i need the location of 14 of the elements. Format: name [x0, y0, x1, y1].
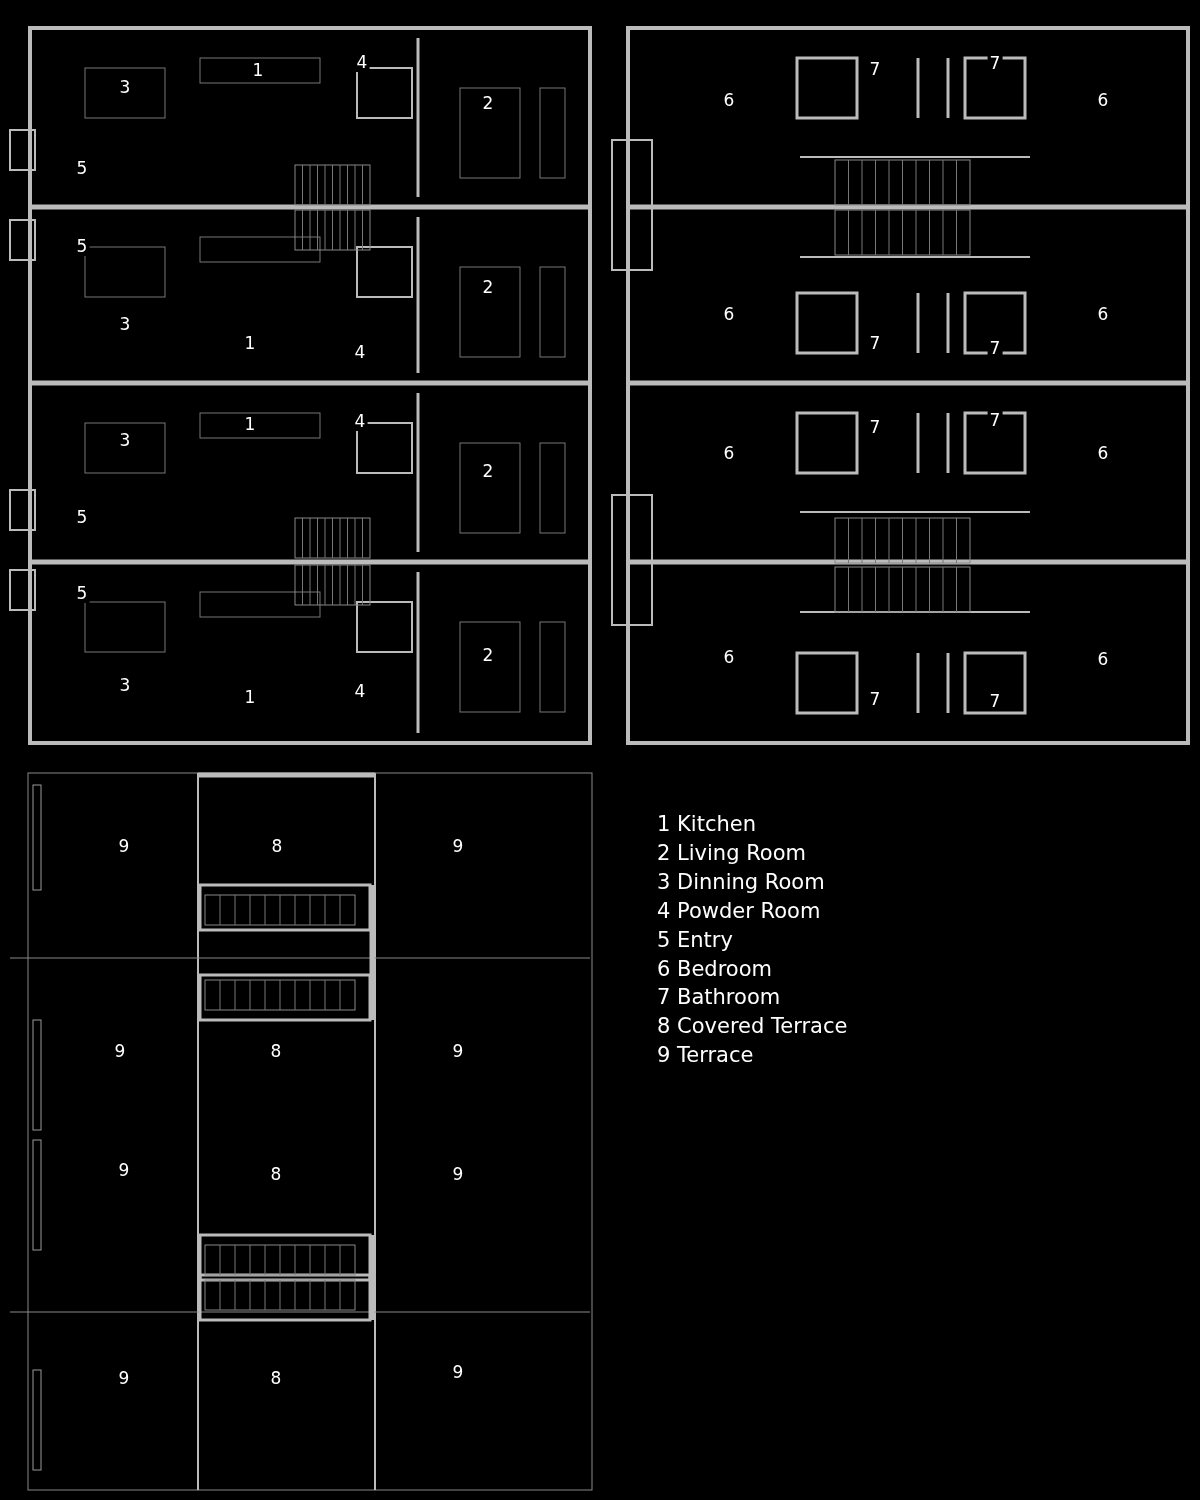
room-key-entry: 8 Covered Terrace: [657, 1014, 848, 1039]
room-key-entry: 6 Bedroom: [657, 956, 773, 981]
room-number: 5: [74, 583, 90, 603]
room-key-entry: 4 Powder Room: [657, 898, 821, 923]
room-key-entry: 1 Kitchen: [657, 812, 756, 836]
room-number: 4: [354, 52, 370, 72]
room-key-entry: 9 Terrace: [657, 1043, 754, 1068]
room-key-entry: 7 Bathroom: [657, 985, 781, 1010]
room-key-entry: 5 Entry: [657, 927, 733, 952]
room-number: 5: [74, 236, 90, 256]
room-key-entry: 3 Dinning Room: [657, 869, 825, 894]
room-number: 4: [352, 411, 368, 431]
room-key-entry: 2 Living Room: [657, 840, 806, 865]
room-number: 7: [987, 338, 1003, 358]
